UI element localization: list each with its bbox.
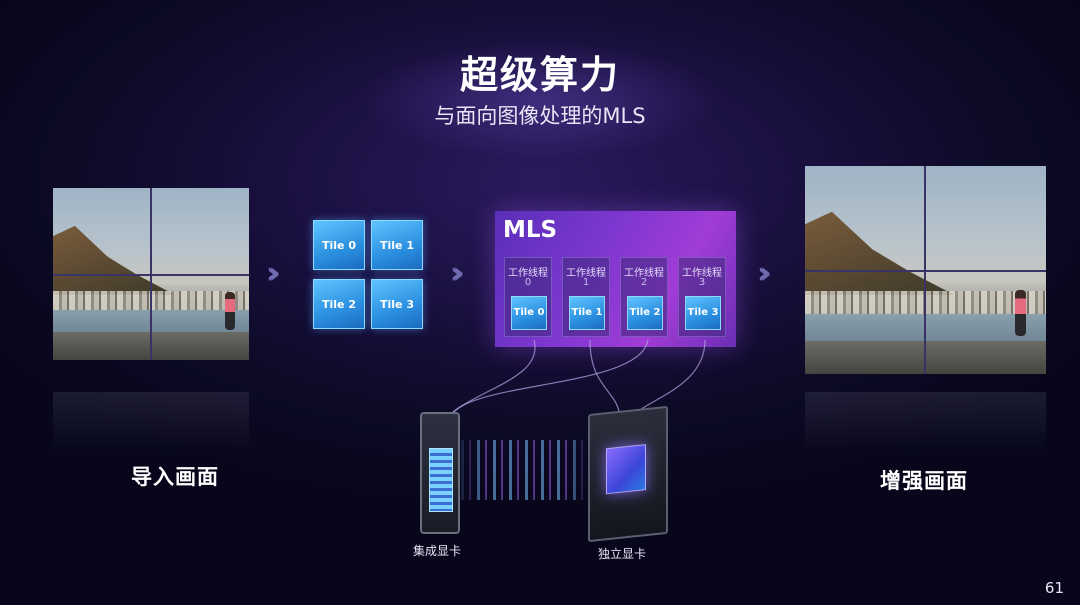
output-image-label: 增强画面 [880,469,968,493]
worker-thread-number: 1 [582,277,590,288]
output-image [805,166,1046,374]
mls-panel: MLS 工作线程 0 Tile 0 工作线程 1 Tile 1 工作线程 2 T… [495,211,736,347]
worker-thread-number: 3 [698,277,706,288]
tile-3: Tile 3 [371,279,423,329]
worker-thread-label: 工作线程 [566,268,606,279]
tile-0: Tile 0 [313,220,365,270]
mls-title: MLS [503,217,558,243]
worker-thread-0: 工作线程 0 Tile 0 [504,257,552,337]
page-title: 超级算力 [459,53,620,97]
input-image-label: 导入画面 [131,465,219,489]
thread-tile: Tile 3 [685,296,721,330]
tile-grid-line [924,166,926,374]
worker-thread-1: 工作线程 1 Tile 1 [562,257,610,337]
input-image-reflection [53,392,249,452]
page-subtitle: 与面向图像处理的MLS [434,104,646,128]
discrete-gpu-label: 独立显卡 [598,547,647,561]
tile-grid-line [150,188,152,360]
worker-thread-label: 工作线程 [682,268,722,279]
worker-thread-label: 工作线程 [508,268,548,279]
input-image [53,188,249,360]
thread-tile: Tile 1 [569,296,605,330]
tile-1: Tile 1 [371,220,423,270]
thread-tile: Tile 2 [627,296,663,330]
runner-figure [1015,290,1026,336]
worker-thread-3: 工作线程 3 Tile 3 [678,257,726,337]
integrated-gpu-label: 集成显卡 [413,544,462,558]
thread-tile: Tile 0 [511,296,547,330]
runner-figure [225,292,235,330]
page-number: 61 [1044,579,1064,597]
tile-2: Tile 2 [313,279,365,329]
worker-thread-2: 工作线程 2 Tile 2 [620,257,668,337]
discrete-gpu-icon [588,405,668,543]
integrated-gpu-icon [420,412,460,534]
worker-thread-number: 2 [640,277,648,288]
worker-thread-label: 工作线程 [624,268,664,279]
title-glow [360,40,720,160]
data-transfer-beam [455,440,595,500]
output-image-reflection [805,392,1046,452]
worker-thread-number: 0 [524,277,532,288]
